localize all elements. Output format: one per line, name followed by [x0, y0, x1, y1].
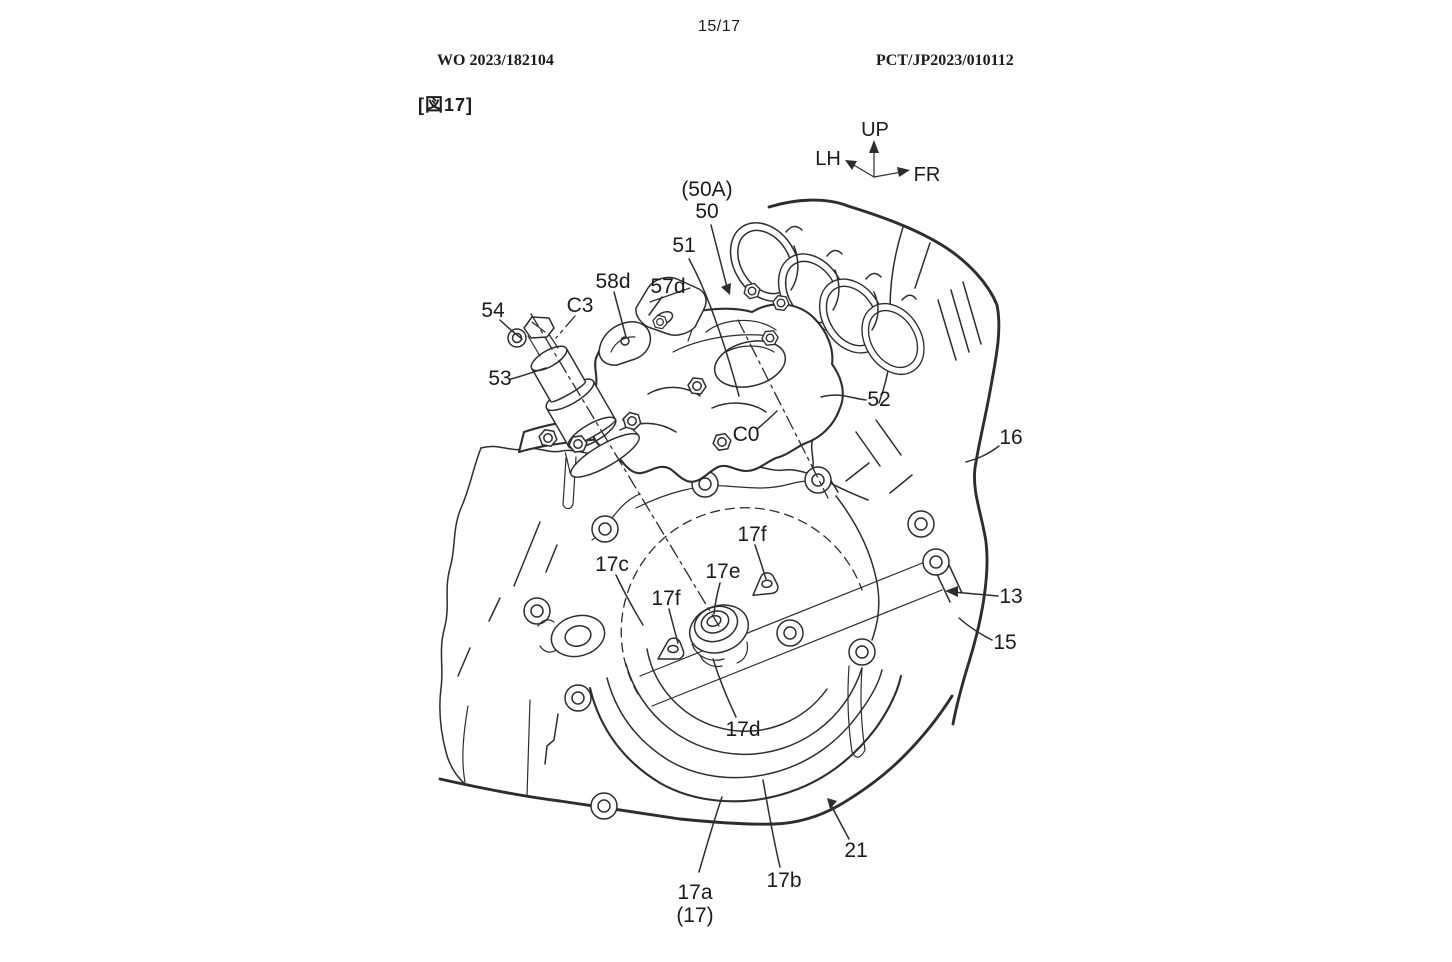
axis-label-up: UP — [861, 119, 889, 141]
leader-54 — [499, 319, 523, 340]
leader-C3 — [555, 315, 576, 339]
dowel-17f-left — [657, 637, 685, 660]
intake-funnels — [715, 209, 938, 387]
funnel-casting-lines — [785, 225, 917, 331]
axis-label-lh: LH — [815, 148, 841, 170]
callout-17a: 17a — [677, 881, 712, 904]
crankcase-panel-line — [526, 699, 531, 797]
callout-16: 16 — [999, 426, 1022, 449]
block-cover-boundary — [835, 495, 880, 641]
leader-58d — [613, 291, 627, 338]
leader-57d — [648, 296, 663, 316]
leader-21 — [830, 804, 850, 840]
crankcase — [438, 361, 954, 826]
crankcase-bottom-outline — [438, 694, 954, 826]
callout-17-paren: (17) — [676, 904, 713, 927]
callout-58d: 58d — [595, 270, 630, 293]
application-number: PCT/JP2023/010112 — [876, 52, 1014, 69]
axis-triad: UP LH FR — [815, 119, 940, 186]
bolt-hole — [564, 684, 592, 712]
callout-13: 13 — [999, 585, 1022, 608]
leader-lines — [499, 224, 1000, 873]
leader-17a — [698, 796, 723, 873]
sensor-tower-53 — [530, 345, 640, 478]
cover-ring-edge — [625, 663, 863, 756]
bolt-hole — [804, 466, 832, 494]
callout-54: 54 — [481, 299, 505, 322]
bolt-boss-bracket — [847, 665, 866, 758]
page-number: 15/17 — [698, 18, 741, 35]
callout-51: 51 — [672, 234, 695, 257]
cover-rib-line-2 — [651, 589, 943, 707]
leader-17e — [713, 582, 721, 615]
leader-13-arrowhead — [945, 586, 958, 597]
cover-inner-ring — [646, 648, 828, 732]
callout-52: 52 — [867, 388, 890, 411]
axis-C3-line — [530, 313, 720, 627]
callout-17b: 17b — [766, 869, 801, 892]
cover-rib-line-1 — [639, 559, 931, 677]
leader-51 — [688, 258, 740, 397]
callout-50: 50 — [695, 200, 718, 223]
center-axes — [530, 313, 829, 627]
engine-upper-block — [767, 198, 1001, 726]
callout-21: 21 — [844, 839, 867, 862]
lh-arrow — [851, 163, 875, 178]
leader-15 — [958, 617, 993, 641]
bearing-17e — [688, 604, 750, 668]
bolt-hole — [591, 515, 619, 543]
callout-50A: (50A) — [681, 178, 732, 201]
leader-53 — [510, 367, 547, 380]
bolt-hole — [922, 548, 950, 576]
leader-50 — [710, 224, 728, 288]
callout-17d: 17d — [725, 718, 760, 741]
leader-17d — [712, 658, 737, 718]
leader-50-arrowhead — [721, 283, 731, 295]
cover-band-edge — [606, 669, 883, 779]
casting-hatching-right — [845, 242, 982, 603]
callout-C0: C0 — [733, 423, 760, 446]
callout-labels: (50A) 50 51 58d 57d 54 C3 53 52 C0 16 17… — [481, 178, 1022, 927]
bolt-holes — [523, 466, 950, 820]
leader-C0 — [756, 410, 778, 430]
leader-52 — [820, 394, 867, 401]
crankcase-left-outline — [439, 447, 482, 786]
pump-assembly-50 — [507, 276, 844, 510]
leader-17b — [762, 779, 781, 868]
axis-C0-line — [737, 319, 829, 499]
callout-17f-right: 17f — [737, 523, 766, 546]
leader-16 — [965, 445, 1000, 463]
leader-17f-left — [668, 608, 679, 644]
bolt-hole — [776, 619, 804, 647]
leader-17c — [615, 574, 644, 626]
callout-17e: 17e — [705, 560, 740, 583]
callout-17f-left: 17f — [651, 587, 680, 610]
fr-arrow — [873, 171, 903, 178]
clutch-cover — [588, 507, 943, 803]
callout-53: 53 — [488, 367, 511, 390]
hidden-bolt-circle — [620, 507, 863, 695]
publication-number: WO 2023/182104 — [437, 52, 554, 69]
leader-13 — [952, 591, 999, 597]
callout-17c: 17c — [595, 553, 629, 576]
bolt-hole — [907, 510, 935, 538]
callout-57d: 57d — [650, 275, 685, 298]
gasket-top-line — [635, 480, 823, 509]
bolt-hole — [590, 792, 618, 820]
bolt-hole — [848, 638, 876, 666]
oval-boss — [537, 614, 606, 658]
callout-15: 15 — [993, 631, 1016, 654]
casting-hatching-left — [457, 521, 559, 765]
boss-58d — [598, 321, 652, 366]
leader-17f-right — [754, 544, 767, 580]
cover-outer-edge — [588, 674, 903, 803]
callout-C3: C3 — [567, 294, 594, 317]
leader-21-arrowhead — [827, 798, 837, 809]
fitting-54 — [507, 316, 559, 357]
axis-label-fr: FR — [914, 164, 941, 186]
figure-tag: [図17] — [418, 95, 474, 115]
